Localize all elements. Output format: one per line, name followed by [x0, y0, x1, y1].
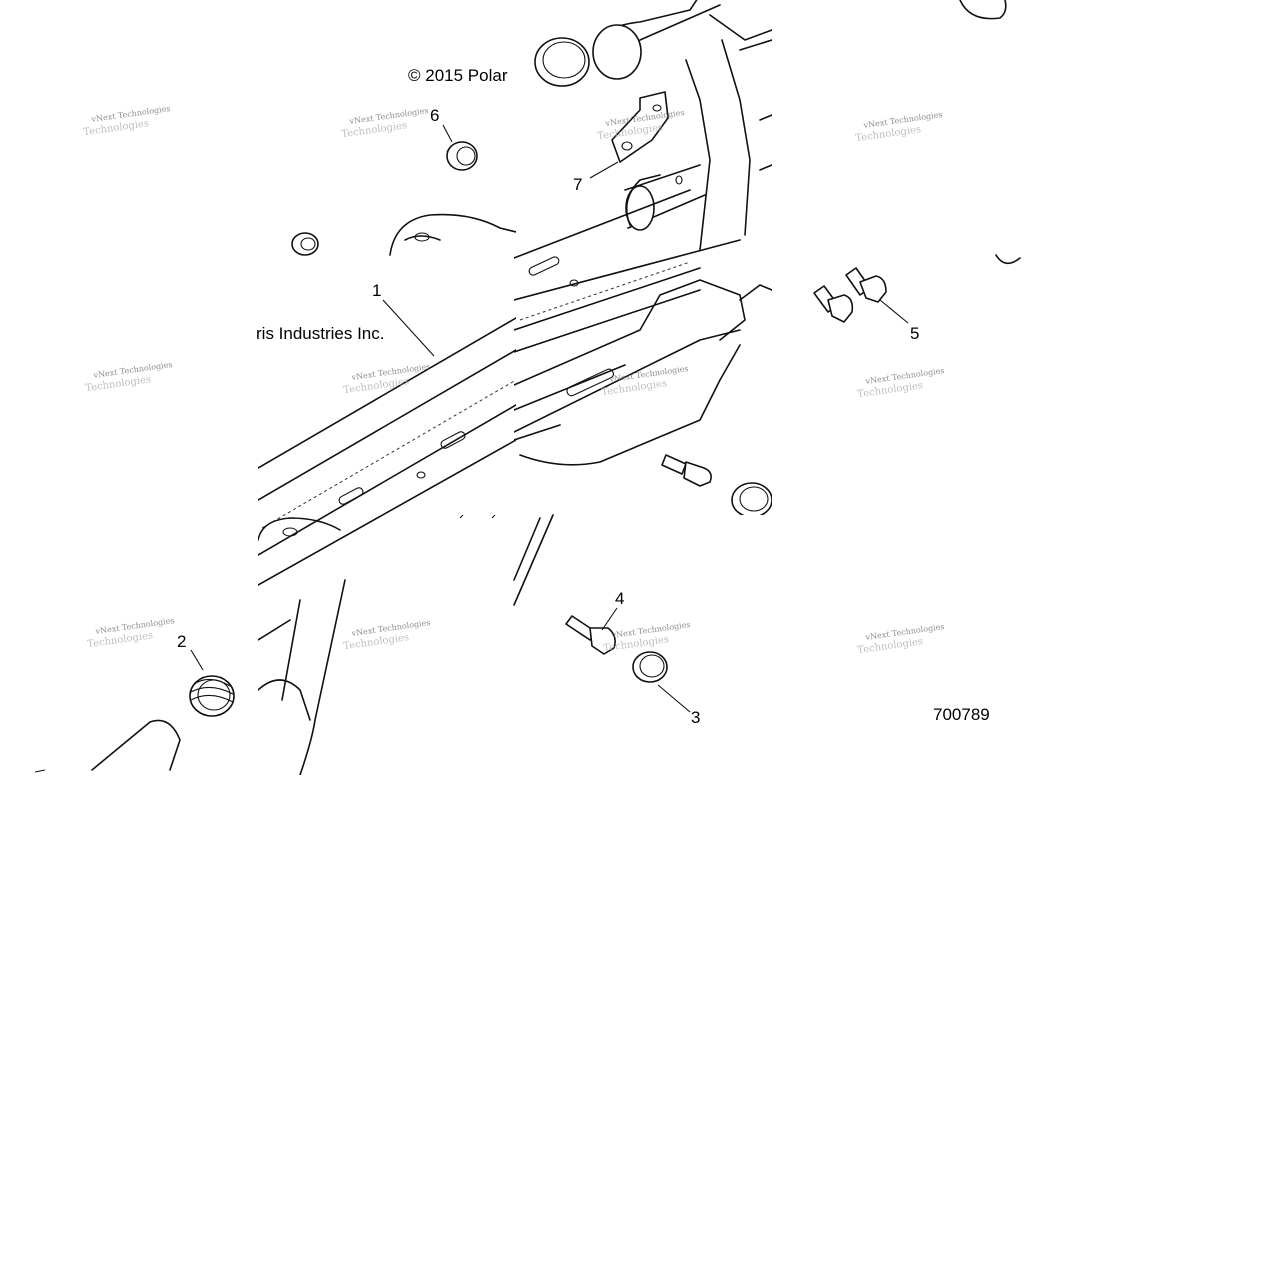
- plug-part-2: [189, 675, 235, 717]
- callout-4: 4: [615, 589, 624, 608]
- callout-leaders: [190, 124, 909, 713]
- watermark: vNext Technologies Technologies: [343, 618, 431, 652]
- callout-5: 5: [910, 324, 919, 343]
- bolts-part-5: [813, 0, 1021, 323]
- figure-number: 700789: [933, 705, 990, 724]
- watermark: vNext Technologies Technologies: [857, 622, 945, 656]
- watermark: vNext Technologies Technologies: [85, 360, 173, 394]
- grommet-small: [291, 232, 319, 256]
- bolt-part-4: [565, 615, 616, 655]
- watermark: vNext Technologies Technologies: [855, 110, 943, 144]
- plug-part-3: [632, 651, 668, 683]
- callout-3: 3: [691, 708, 700, 727]
- callout-1: 1: [372, 281, 381, 300]
- watermark: vNext Technologies Technologies: [603, 620, 691, 654]
- watermarks: vNext Technologies Technologies vNext Te…: [83, 104, 945, 656]
- copyright-text-right: ris Industries Inc.: [256, 324, 385, 343]
- frame-tube-left: [258, 213, 516, 775]
- watermark: vNext Technologies Technologies: [341, 106, 429, 140]
- watermark: vNext Technologies Technologies: [83, 104, 171, 138]
- tube-end-left: [34, 719, 181, 773]
- callout-2: 2: [177, 632, 186, 651]
- copyright-text-left: © 2015 Polar: [408, 66, 508, 85]
- frame-rail-middle: [514, 0, 772, 515]
- watermark: vNext Technologies Technologies: [87, 616, 175, 650]
- watermark: vNext Technologies Technologies: [857, 366, 945, 400]
- grommet-part-6: [446, 141, 478, 171]
- callout-6: 6: [430, 106, 439, 125]
- callout-7: 7: [573, 175, 582, 194]
- watermark: vNext Technologies Technologies: [343, 362, 431, 396]
- frame-rail-lower: [459, 514, 554, 606]
